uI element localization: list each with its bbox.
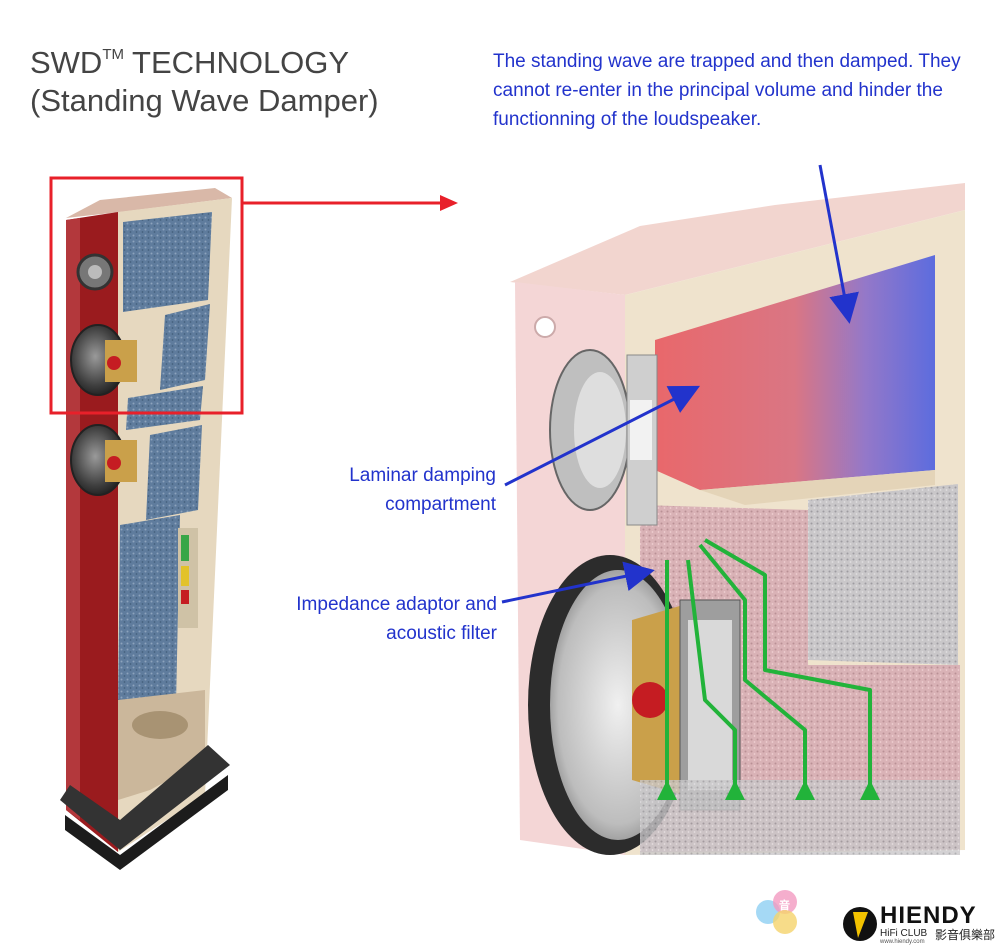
- title-rest: TECHNOLOGY: [124, 45, 350, 80]
- flow-path-3: [698, 543, 807, 800]
- watermark-sub: HiFi CLUB: [880, 928, 928, 939]
- label-impedance-adaptor: Impedance adaptor and acoustic filter: [296, 594, 497, 644]
- label-laminar-damping: Laminar damping compartment: [349, 465, 496, 515]
- title-main: SWD: [30, 45, 103, 80]
- flow-arrow-2: [725, 780, 745, 800]
- pointer-arrow-laminar: [504, 385, 701, 487]
- flow-arrow-3: [795, 780, 815, 800]
- flow-path-2: [686, 559, 737, 800]
- hiendy-logo-mark: [843, 907, 877, 941]
- cutaway-zoom: [510, 183, 965, 855]
- flow-arrow-4: [860, 780, 880, 800]
- page-title: SWDTM TECHNOLOGY (Standing Wave Damper): [30, 36, 379, 120]
- speaker-tower: [60, 188, 232, 870]
- zoom-arrow-head: [440, 195, 458, 211]
- pointer-arrow-impedance: [501, 561, 655, 604]
- title-subtitle: (Standing Wave Damper): [30, 83, 379, 118]
- flow-path-4: [703, 538, 872, 800]
- trademark-sup: TM: [102, 46, 124, 63]
- watermark-badge-text: 音: [779, 900, 790, 912]
- airflow-paths: [665, 538, 872, 800]
- watermark-url: www.hiendy.com: [880, 939, 925, 945]
- watermark-badge: [756, 890, 797, 934]
- watermark-brand: HIENDY: [880, 902, 977, 929]
- watermark-chinese: 影音俱樂部: [935, 928, 996, 942]
- highlight-box: [49, 176, 244, 415]
- label-standing-wave: The standing wave are trapped and then d…: [493, 51, 961, 130]
- flow-arrow-1: [657, 780, 677, 800]
- flow-arrowheads: [657, 780, 880, 800]
- pointer-arrow-standing-wave: [818, 164, 859, 324]
